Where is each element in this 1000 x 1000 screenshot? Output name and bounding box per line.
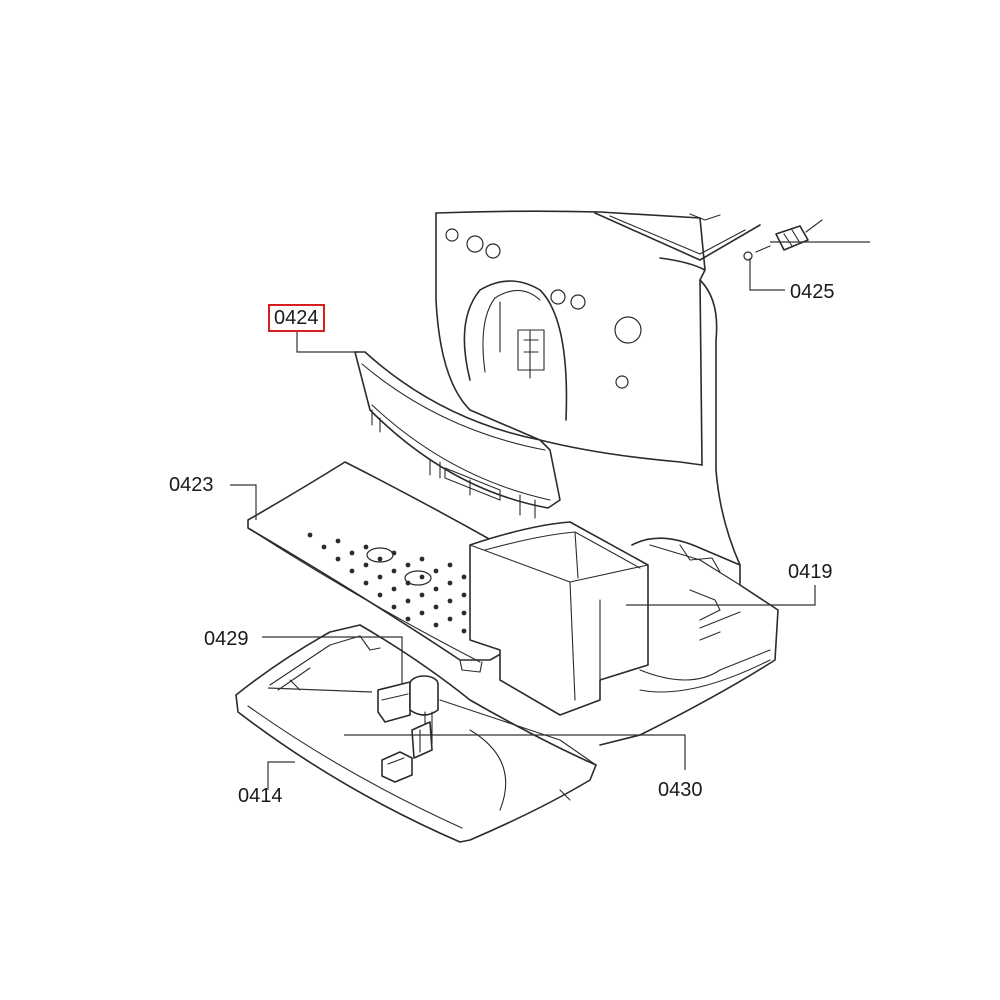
grid-hole <box>377 592 383 598</box>
grid-hole <box>321 544 327 550</box>
part-0425-hinge <box>743 219 823 261</box>
label-0429: 0429 <box>204 628 249 650</box>
grid-hole <box>419 574 425 580</box>
grid-hole <box>433 622 439 628</box>
part-0430-holder <box>381 721 433 783</box>
grid-hole <box>349 550 355 556</box>
machine-body <box>435 210 761 566</box>
grid-hole <box>447 598 453 604</box>
grid-hole <box>335 538 341 544</box>
label-0414: 0414 <box>238 785 283 807</box>
grid-hole <box>335 556 341 562</box>
label-0419: 0419 <box>788 561 833 583</box>
grid-hole <box>461 610 467 616</box>
grid-hole <box>461 592 467 598</box>
grid-hole <box>363 580 369 586</box>
grid-hole <box>391 568 397 574</box>
label-0424-highlighted: 0424 <box>268 304 325 332</box>
grid-hole <box>363 544 369 550</box>
base-frame <box>599 537 779 746</box>
label-0423: 0423 <box>169 474 214 496</box>
grid-hole <box>307 532 313 538</box>
part-0429-float <box>377 675 439 745</box>
grid-hole <box>391 586 397 592</box>
grid-hole <box>363 562 369 568</box>
grid-hole <box>447 562 453 568</box>
grid-hole <box>377 556 383 562</box>
grid-hole <box>405 580 411 586</box>
grid-hole <box>461 628 467 634</box>
grid-hole <box>461 574 467 580</box>
grid-hole <box>419 610 425 616</box>
grid-hole <box>419 556 425 562</box>
grid-hole <box>377 574 383 580</box>
grid-hole <box>447 580 453 586</box>
part-0424-front-cover <box>354 351 561 519</box>
grid-hole <box>391 604 397 610</box>
grid-hole <box>447 616 453 622</box>
grid-hole <box>419 592 425 598</box>
part-0419-drip-tray <box>469 521 649 716</box>
grid-hole <box>433 568 439 574</box>
grid-hole <box>433 604 439 610</box>
grid-hole <box>405 562 411 568</box>
grid-hole <box>405 616 411 622</box>
grid-hole <box>433 586 439 592</box>
leader-lines <box>230 241 870 790</box>
grid-hole <box>405 598 411 604</box>
grid-hole <box>349 568 355 574</box>
label-0430: 0430 <box>658 779 703 801</box>
grid-hole <box>391 550 397 556</box>
label-0425: 0425 <box>790 281 835 303</box>
